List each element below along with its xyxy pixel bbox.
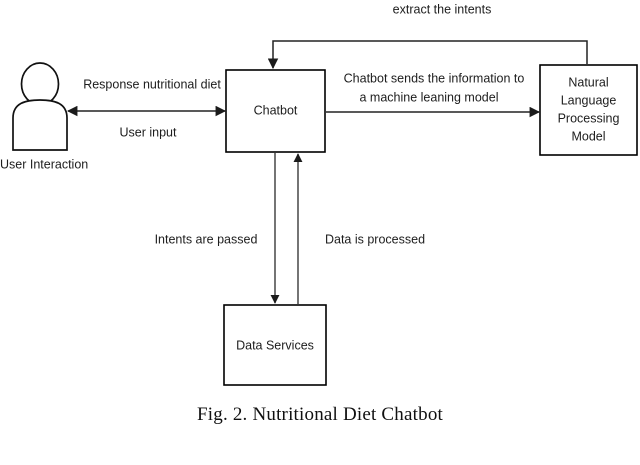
edge-label-chatbot-sends-line-2: a machine leaning model bbox=[360, 90, 499, 104]
user-body-icon bbox=[12, 99, 68, 151]
nlp-model-box bbox=[539, 64, 638, 156]
edge-label-chatbot-sends-line-1: Chatbot sends the information to bbox=[344, 71, 525, 85]
user-interaction-label: User Interaction bbox=[0, 157, 88, 171]
figure-caption: Fig. 2. Nutritional Diet Chatbot bbox=[197, 404, 443, 425]
nlp-model-box-label-line-2: Language bbox=[561, 93, 617, 107]
chatbot-box-label: Chatbot bbox=[254, 103, 298, 117]
edge-label-response-nutritional-diet: Response nutritional diet bbox=[83, 77, 221, 91]
nlp-model-box-label-line-3: Processing bbox=[558, 111, 620, 125]
edge-nlp-chatbot-feedback-arrow bbox=[267, 40, 588, 70]
edge-label-data-is-processed: Data is processed bbox=[325, 232, 425, 246]
user-head-icon bbox=[20, 62, 60, 106]
edge-label-intents-are-passed: Intents are passed bbox=[155, 232, 258, 246]
edge-label-user-input: User input bbox=[120, 125, 177, 139]
data-services-box bbox=[223, 304, 327, 386]
nlp-model-box-label-line-1: Natural bbox=[568, 75, 608, 89]
user-actor-figure bbox=[12, 62, 68, 151]
edge-label-extract-the-intents: extract the intents bbox=[393, 2, 492, 16]
chatbot-box bbox=[225, 69, 326, 153]
nlp-model-box-label-line-4: Model bbox=[571, 129, 605, 143]
data-services-box-label: Data Services bbox=[236, 338, 314, 352]
